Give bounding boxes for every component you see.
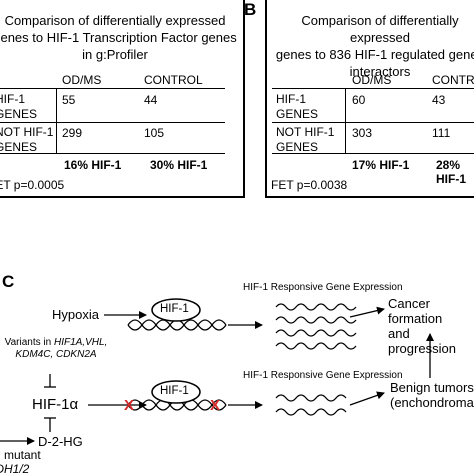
label-idh: IDH1/2 [0, 462, 30, 476]
panel-a-percent-control: 30% HIF-1 [150, 158, 208, 172]
panel-b-header-control: CONTROL [432, 73, 474, 87]
panel-b-row-label-line: GENES [276, 140, 319, 154]
label-cancer-line: Cancer formation [388, 296, 443, 326]
panel-a-percent-odms: 16% HIF-1 [64, 158, 122, 172]
panel-a-fet: FET p=0.0005 [0, 178, 65, 192]
label-responsive-bottom: HIF-1 Responsive Gene Expression [243, 370, 403, 381]
panel-b-table-hline [272, 153, 474, 154]
expression-waves-bottom [275, 394, 347, 416]
panel-a-title-line: genes to HIF-1 Transcription Factor gene… [0, 30, 237, 45]
panel-a-row-label-line: GENES [0, 140, 38, 154]
label-hif1-bottom: HIF-1 [160, 385, 189, 397]
panel-a-row-label-line: NOT HIF-1 [0, 125, 54, 139]
panel-b-percent-odms: 17% HIF-1 [352, 158, 410, 172]
label-cancer: Cancer formation and progression [388, 296, 474, 356]
panel-b-cell: 303 [352, 126, 373, 140]
panel-b-row-label: NOT HIF-1 GENES [276, 125, 334, 155]
panel-a-row-label: HIF-1 GENES [0, 92, 37, 122]
label-cancer-line: and progression [388, 326, 456, 356]
panel-a-cell: 55 [62, 93, 76, 107]
panel-b-percent-control: 28% HIF-1 [436, 158, 466, 186]
panel-a-row-label-line: HIF-1 [0, 92, 25, 106]
panel-b-table-hline [272, 88, 474, 89]
panel-b-title-line: interactors [349, 64, 411, 79]
label-hif1-top: HIF-1 [160, 303, 189, 315]
panel-a-cell: 105 [144, 126, 165, 140]
panel-b-row-label-line: GENES [276, 107, 319, 121]
panel-a-header-odms: OD/MS [62, 73, 102, 87]
panel-b-title-line: Comparison of differentially expressed [301, 13, 459, 45]
panel-b-row-label-line: HIF-1 [276, 92, 306, 106]
panel-b-table-vline [345, 88, 346, 153]
panel-b-title-line: genes to 836 HIF-1 regulated genes [275, 47, 474, 62]
panel-a-row-label: NOT HIF-1 GENES [0, 125, 53, 155]
label-hypoxia: Hypoxia [52, 307, 99, 322]
panel-a-cell: 44 [144, 93, 158, 107]
label-responsive-top: HIF-1 Responsive Gene Expression [243, 282, 403, 293]
label-d2hg: D-2-HG [38, 434, 83, 449]
panel-b-fet: FET p=0.0038 [271, 178, 348, 192]
panel-a-cell: 299 [62, 126, 83, 140]
arrow-to-benign [349, 391, 385, 406]
panel-a-table-vline [56, 88, 57, 153]
label-benign-line: Benign tumors [390, 380, 474, 395]
hif1-oval-bottom [151, 380, 201, 404]
panel-a-title-line: in g:Profiler [82, 47, 148, 62]
panel-b-header-odms: OD/MS [352, 73, 392, 87]
panel-b-letter: B [244, 0, 257, 19]
panel-a-header-control: CONTROL [144, 73, 203, 87]
panel-b-box [265, 0, 474, 198]
x-mark-left: X [124, 397, 134, 414]
panel-a-table-hline [0, 88, 225, 89]
panel-b-row-label: HIF-1 GENES [276, 92, 318, 122]
x-mark-right: X [210, 397, 220, 414]
label-mutant: mutant [4, 448, 41, 462]
panel-a-row-label-line: GENES [0, 107, 38, 121]
panel-b-cell: 111 [432, 126, 451, 140]
panel-b-row-label-line: NOT HIF-1 [276, 125, 335, 139]
panel-b-cell: 43 [432, 93, 446, 107]
hif1-oval-top [151, 298, 201, 322]
label-variants-genes: KDM4C, CDKN2A [15, 349, 97, 360]
panel-b-title: Comparison of differentially expressed g… [270, 12, 474, 80]
panel-a-box [0, 0, 245, 198]
label-variants: Variants in HIF1A,VHL, KDM4C, CDKN2A [0, 337, 120, 361]
panel-a-title-line: Comparison of differentially expressed [4, 13, 226, 28]
panel-a-title: Comparison of differentially expressed g… [0, 12, 260, 63]
label-benign-line: (enchondromas) [390, 395, 474, 410]
label-benign: Benign tumors (enchondromas) [390, 380, 474, 410]
expression-waves-top [275, 303, 357, 350]
panel-b-cell: 60 [352, 93, 366, 107]
arrow-to-cancer [349, 306, 385, 318]
label-hif1a: HIF-1α [32, 396, 79, 413]
panel-a-table-hline [0, 153, 225, 154]
panel-a-table-hline [0, 122, 225, 123]
label-variants-prefix: Variants in [4, 337, 54, 348]
panel-b-table-hline [272, 122, 474, 123]
label-variants-genes: HIF1A,VHL, [53, 337, 108, 348]
panel-c-letter: C [2, 272, 15, 291]
